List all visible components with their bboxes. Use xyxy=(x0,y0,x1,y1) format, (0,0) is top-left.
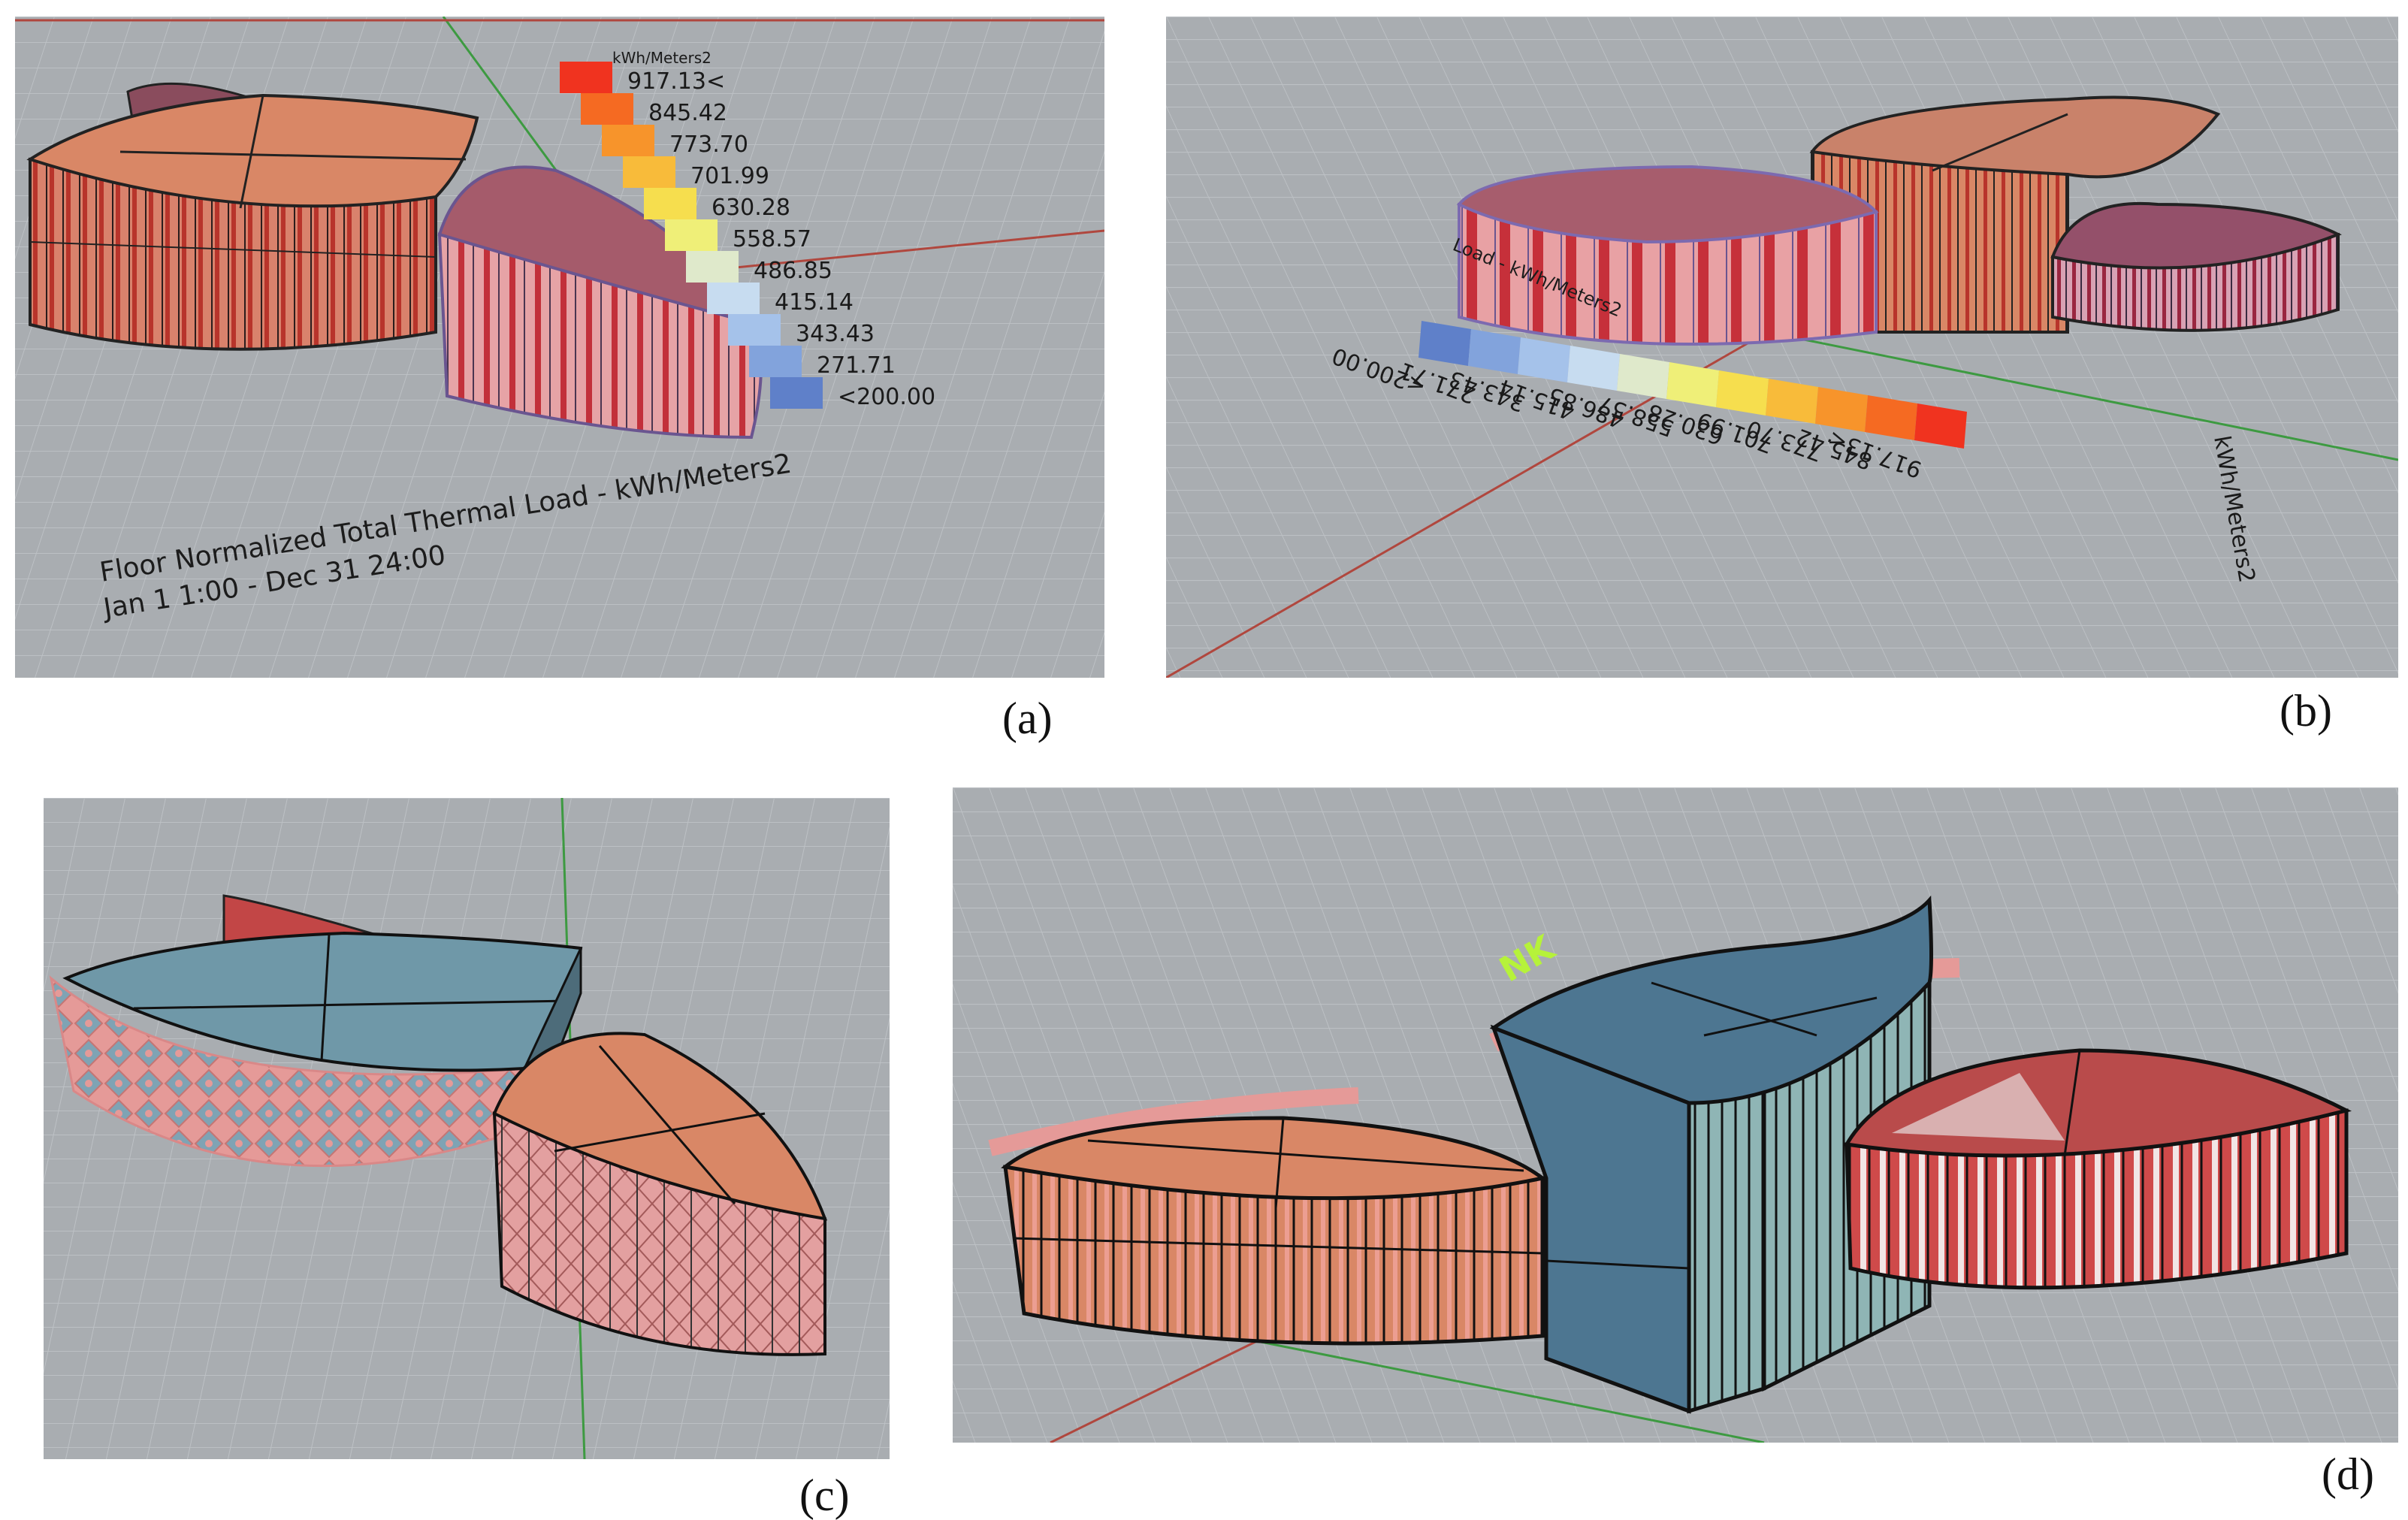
legend-label: 271.71 xyxy=(817,352,896,379)
legend-label: 701.99 xyxy=(690,163,769,189)
legend-label: 558.57 xyxy=(733,226,811,252)
legend-swatch xyxy=(1666,362,1719,407)
scene-b: <200.00271.71343.43415.14486.85558.57630… xyxy=(1166,17,2398,678)
slate-building xyxy=(1489,895,1933,1414)
salmon-building xyxy=(1001,1116,1547,1346)
legend-swatch xyxy=(665,219,718,251)
legend-label: <200.00 xyxy=(838,384,935,410)
legend-swatch xyxy=(707,283,760,314)
legend-unit: kWh/Meters2 xyxy=(612,49,712,67)
red-building xyxy=(1844,1048,2352,1290)
legend-label: 917.13< xyxy=(627,68,725,95)
legend-swatch xyxy=(1914,403,1967,449)
viewport-d[interactable]: NK xyxy=(953,787,2398,1443)
legend-swatch xyxy=(770,377,823,409)
legend-swatch xyxy=(1617,354,1669,399)
legend-swatch xyxy=(1716,370,1769,416)
legend-label: 486.85 xyxy=(754,258,832,284)
legend-swatch xyxy=(623,156,675,188)
legend-swatch xyxy=(1518,337,1570,382)
salmon-lens-building xyxy=(492,1032,828,1356)
legend-swatch xyxy=(749,346,802,377)
legend-swatch xyxy=(1419,321,1471,366)
legend-swatch xyxy=(1468,329,1521,374)
legend-swatch xyxy=(560,62,612,93)
legend-label: 845.42 xyxy=(648,100,727,126)
red-axis xyxy=(690,229,1104,273)
legend-swatch xyxy=(1567,346,1620,391)
caption-d: (d) xyxy=(2322,1449,2374,1499)
legend-label: 343.43 xyxy=(796,321,875,347)
legend-swatch xyxy=(1865,395,1917,440)
legend-swatch xyxy=(581,93,633,125)
legend-swatch xyxy=(644,188,696,219)
legend-label: 630.28 xyxy=(712,195,790,221)
legend-swatch xyxy=(728,314,781,346)
legend-swatch xyxy=(602,125,654,156)
large-building xyxy=(26,93,479,351)
legend-label: 415.14 xyxy=(775,289,854,316)
viewport-c[interactable] xyxy=(44,798,890,1459)
caption-b: (b) xyxy=(2280,686,2332,736)
green-axis xyxy=(1766,331,2398,461)
caption-a: (a) xyxy=(1002,694,1053,743)
green-axis xyxy=(1230,1334,1765,1443)
scene-c xyxy=(44,798,890,1459)
legend-label: 773.70 xyxy=(669,131,748,158)
mauve-building xyxy=(2050,201,2342,332)
scene-d: NK xyxy=(953,787,2398,1443)
caption-c: (c) xyxy=(799,1470,850,1520)
legend-swatch xyxy=(1766,379,1818,424)
legend-swatch xyxy=(1815,387,1868,432)
lattice-halo-left xyxy=(988,1087,1359,1156)
pink-building xyxy=(1456,165,1879,346)
legend-swatch xyxy=(686,251,739,283)
